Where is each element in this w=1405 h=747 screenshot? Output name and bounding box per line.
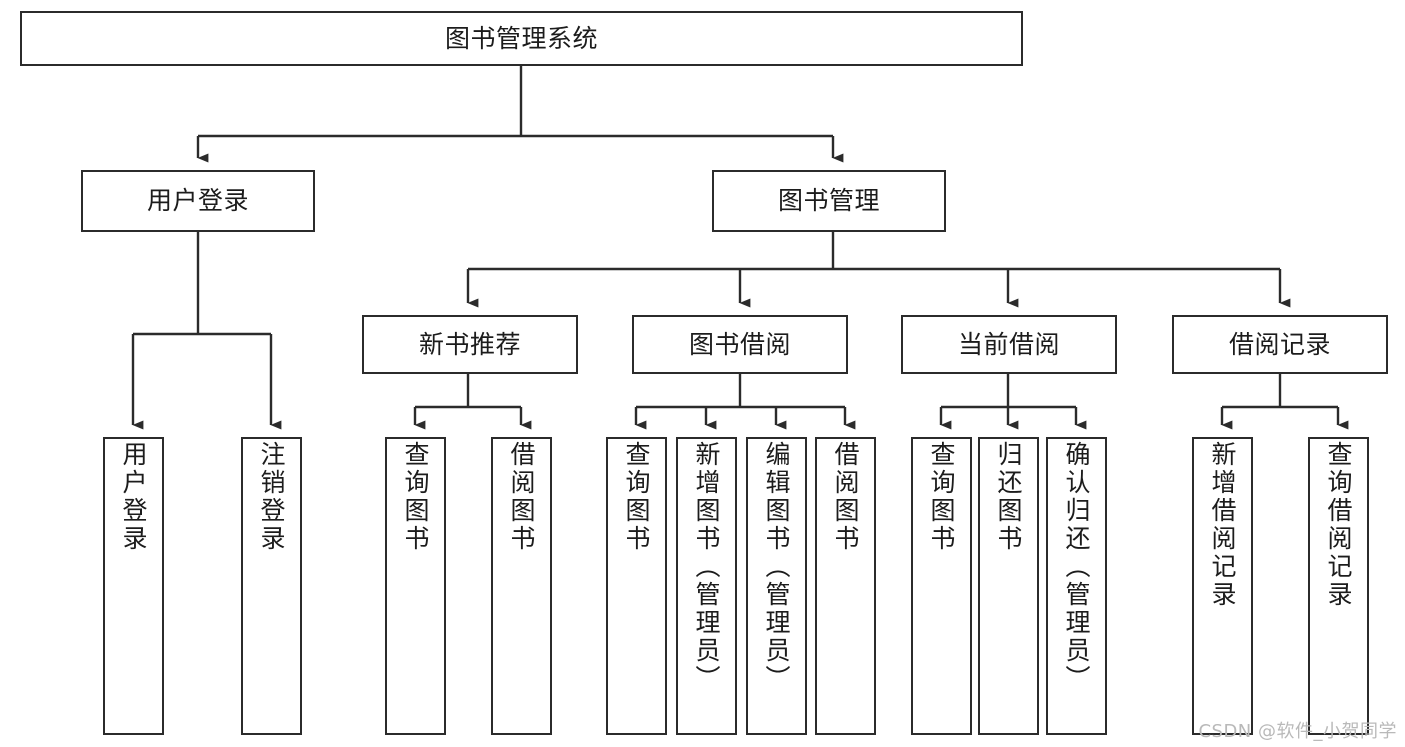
node-new-book-recommend[interactable]: 新书推荐 [362, 315, 578, 374]
node-leaf-return-book[interactable]: 归还图书 [978, 437, 1039, 735]
node-leaf-borrow-book-1-label: 借阅图书 [507, 441, 536, 553]
node-leaf-query-book-2[interactable]: 查询图书 [606, 437, 667, 735]
node-leaf-borrow-book-2-label: 借阅图书 [831, 441, 860, 553]
node-leaf-query-record-label: 查询借阅记录 [1324, 441, 1353, 609]
node-leaf-user-login[interactable]: 用户登录 [103, 437, 164, 735]
node-book-manage[interactable]: 图书管理 [712, 170, 946, 232]
node-leaf-add-record[interactable]: 新增借阅记录 [1192, 437, 1253, 735]
node-new-book-recommend-label: 新书推荐 [418, 329, 521, 359]
node-leaf-query-record[interactable]: 查询借阅记录 [1308, 437, 1369, 735]
node-leaf-query-book-1[interactable]: 查询图书 [385, 437, 446, 735]
node-borrow-record[interactable]: 借阅记录 [1172, 315, 1388, 374]
node-leaf-add-book[interactable]: 新增图书（管理员） [676, 437, 737, 735]
node-leaf-borrow-book-1[interactable]: 借阅图书 [491, 437, 552, 735]
node-leaf-confirm-return[interactable]: 确认归还（管理员） [1046, 437, 1107, 735]
node-leaf-query-book-3-label: 查询图书 [927, 441, 956, 553]
node-leaf-borrow-book-2[interactable]: 借阅图书 [815, 437, 876, 735]
node-book-borrow-label: 图书借阅 [688, 329, 791, 359]
node-current-borrow[interactable]: 当前借阅 [901, 315, 1117, 374]
node-leaf-edit-book-label: 编辑图书（管理员） [762, 441, 791, 693]
node-borrow-record-label: 借阅记录 [1228, 329, 1331, 359]
node-leaf-add-record-label: 新增借阅记录 [1208, 441, 1237, 609]
node-root-system[interactable]: 图书管理系统 [20, 11, 1023, 66]
node-current-borrow-label: 当前借阅 [957, 329, 1060, 359]
node-leaf-return-book-label: 归还图书 [994, 441, 1023, 553]
node-leaf-query-book-3[interactable]: 查询图书 [911, 437, 972, 735]
node-leaf-add-book-label: 新增图书（管理员） [692, 441, 721, 693]
csdn-watermark: CSDN @软件_小贺同学 [1198, 721, 1397, 742]
node-leaf-user-login-label: 用户登录 [119, 441, 148, 553]
node-root-label: 图书管理系统 [444, 23, 598, 53]
node-leaf-logout-login-label: 注销登录 [257, 441, 286, 553]
node-book-borrow[interactable]: 图书借阅 [632, 315, 848, 374]
node-user-login[interactable]: 用户登录 [81, 170, 315, 232]
node-user-login-label: 用户登录 [146, 186, 249, 216]
node-leaf-query-book-1-label: 查询图书 [401, 441, 430, 553]
node-leaf-confirm-return-label: 确认归还（管理员） [1062, 441, 1091, 693]
node-leaf-edit-book[interactable]: 编辑图书（管理员） [746, 437, 807, 735]
node-leaf-query-book-2-label: 查询图书 [622, 441, 651, 553]
node-leaf-logout-login[interactable]: 注销登录 [241, 437, 302, 735]
node-book-manage-label: 图书管理 [777, 186, 880, 216]
